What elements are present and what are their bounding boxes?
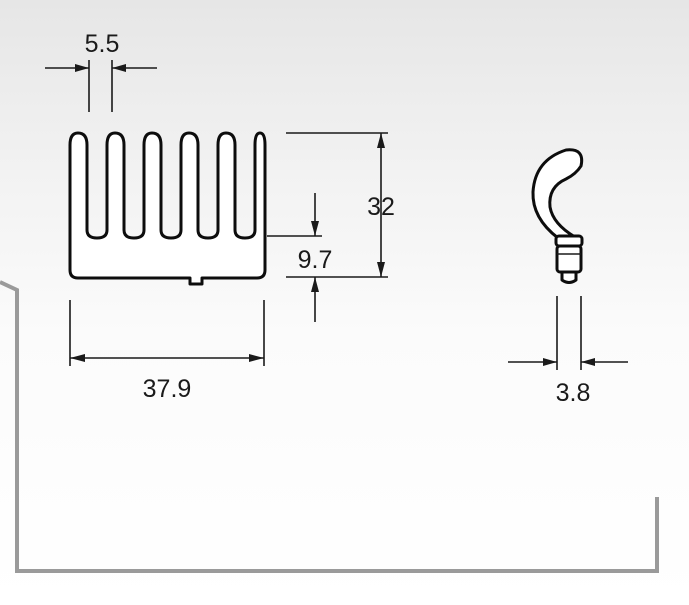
dim-label-fin-gap: 5.5 — [85, 30, 120, 58]
dim-label-total-height: 32 — [367, 193, 395, 221]
arrow-left — [581, 358, 595, 366]
dimension-total-width: 37.9 — [69, 300, 265, 403]
arrow-up — [377, 133, 385, 148]
clip-tip — [560, 270, 578, 284]
heatsink-outline — [68, 131, 267, 286]
arrow-right — [249, 354, 264, 362]
arrow-left — [112, 64, 126, 72]
dim-label-base-thickness: 9.7 — [298, 246, 333, 274]
arrow-right — [543, 358, 557, 366]
dimension-total-height: 32 — [286, 132, 395, 278]
clip-side-view — [531, 148, 584, 284]
dim-label-clip-width: 3.8 — [556, 379, 591, 407]
arrow-right — [75, 64, 89, 72]
dimension-fin-gap: 5.5 — [45, 30, 157, 112]
clip-hook — [531, 148, 584, 240]
dimension-base-thickness: 9.7 — [267, 193, 332, 322]
dimension-clip-width: 3.8 — [508, 296, 628, 407]
clip-body — [555, 244, 583, 274]
arrow-down — [311, 221, 319, 236]
dim-label-total-width: 37.9 — [143, 375, 192, 403]
sheet-frame — [0, 280, 659, 573]
arrow-up — [311, 277, 319, 292]
heatsink-front-view — [68, 131, 267, 286]
arrow-down — [377, 262, 385, 277]
arrow-left — [70, 354, 85, 362]
